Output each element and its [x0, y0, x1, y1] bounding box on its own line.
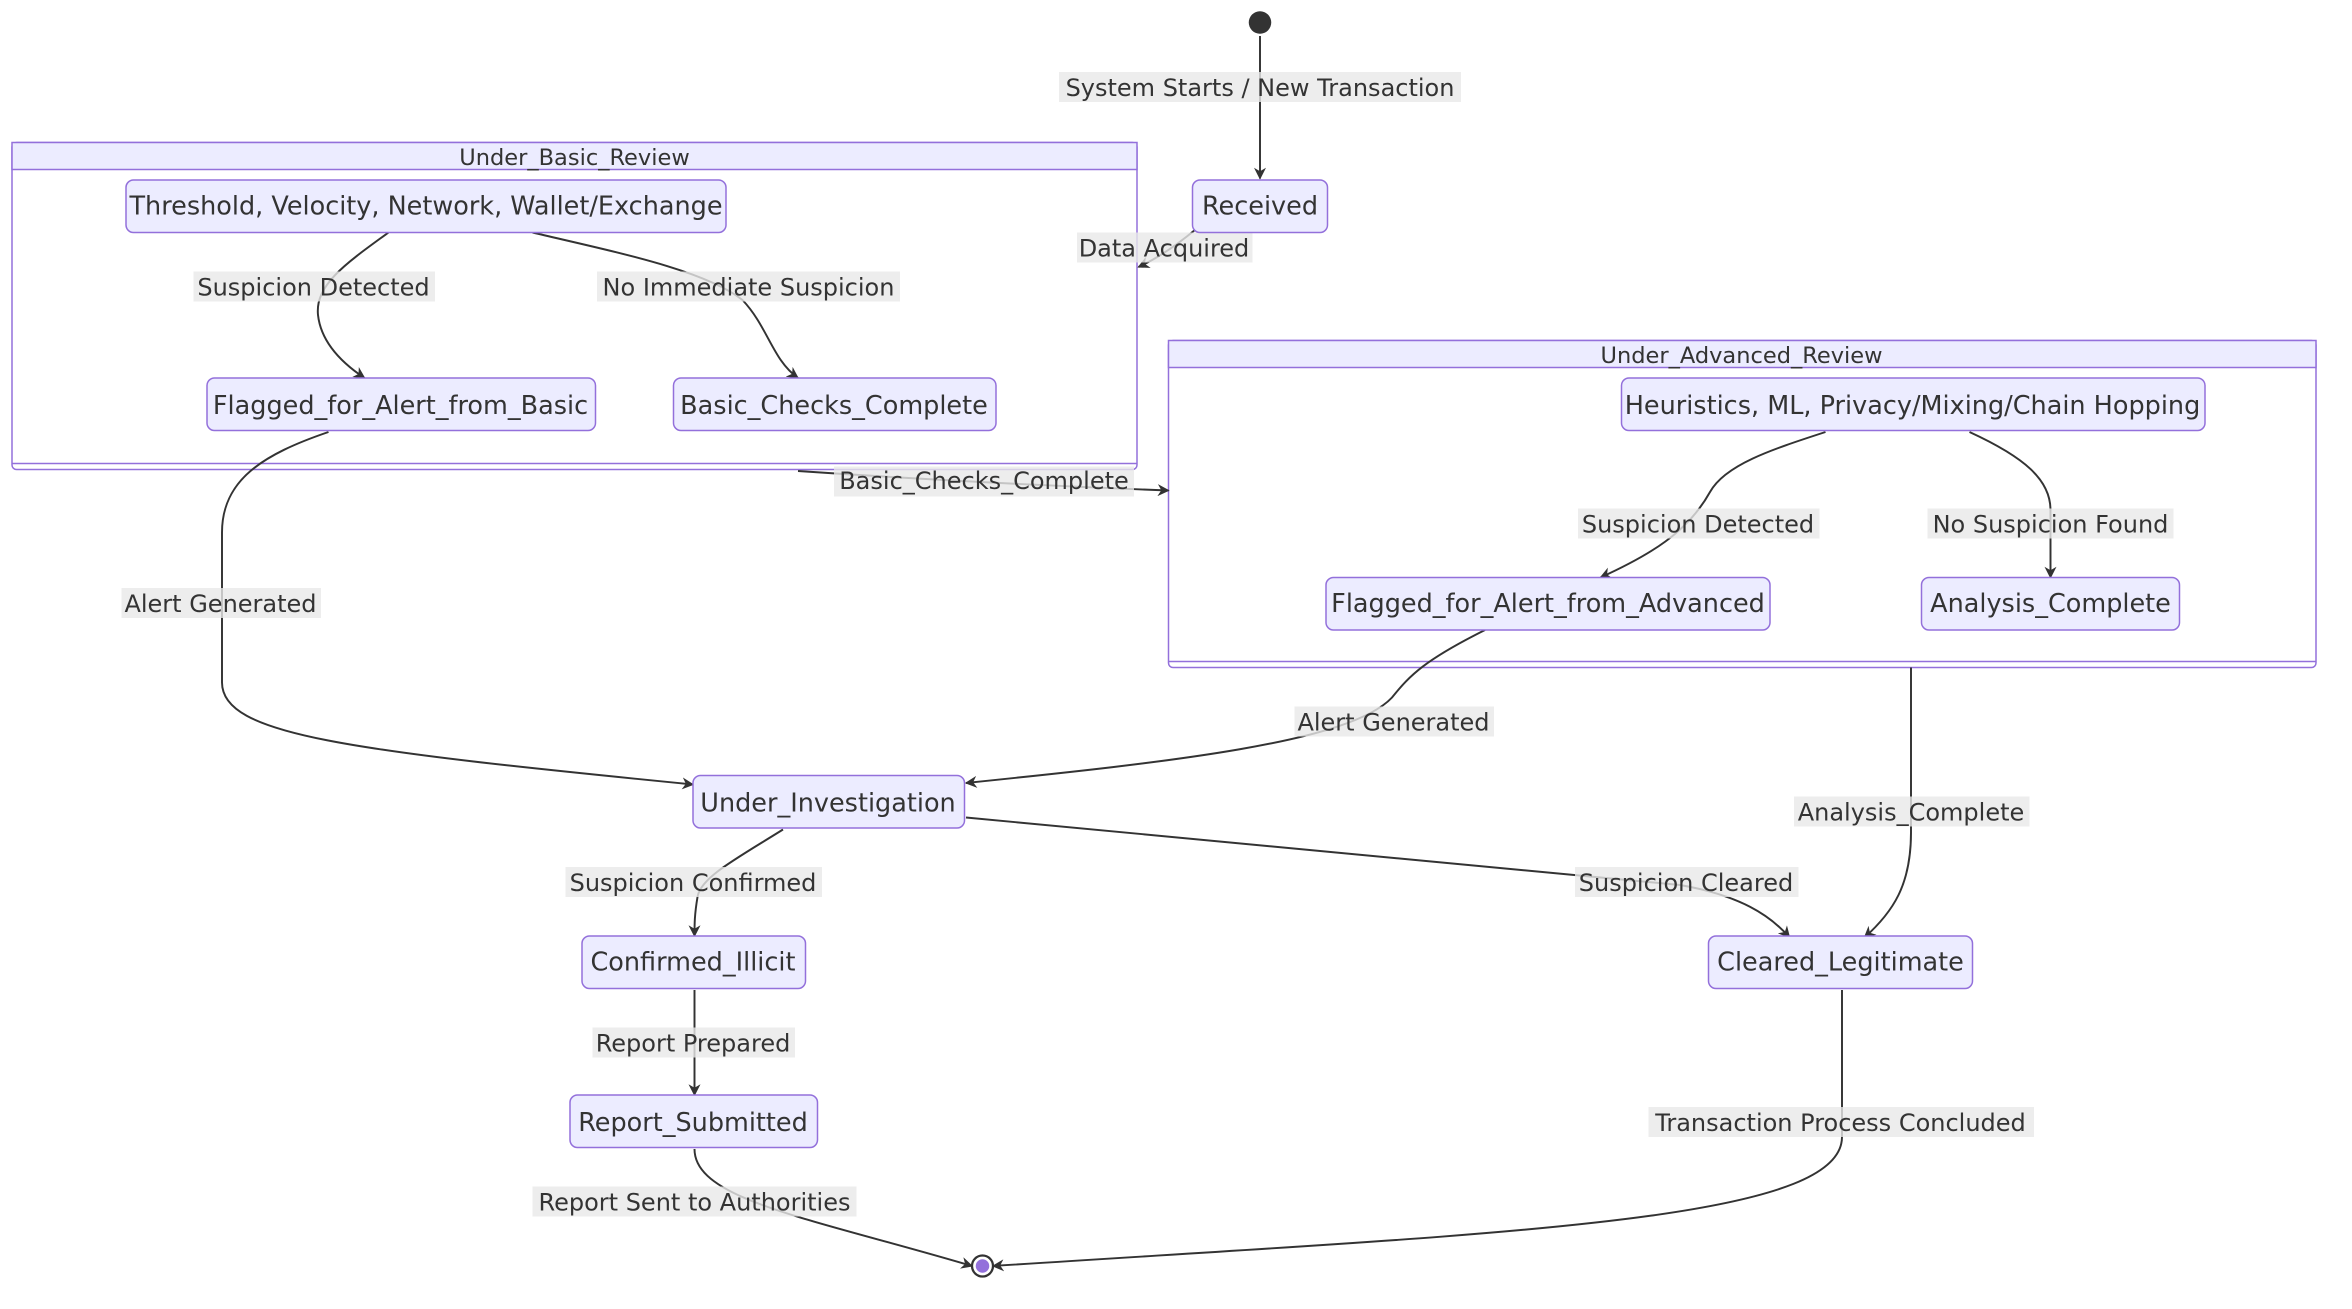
- state-basic-checks-group-label: Threshold, Velocity, Network, Wallet/Exc…: [128, 192, 722, 222]
- edge-basic-alert: [221, 431, 695, 790]
- state-received-box: [1191, 179, 1329, 234]
- edge-label-bg-basic-to-advanced: [834, 466, 1134, 497]
- start-state-dot: [1248, 11, 1272, 34]
- state-under-investigation[interactable]: Under_Investigation: [692, 774, 966, 829]
- edge-label-bg-advanced-to-cleared: [1794, 796, 2030, 827]
- edge-label-suspicion-cleared: Suspicion Cleared: [1579, 869, 1793, 897]
- state-report-submitted[interactable]: Report_Submitted: [569, 1094, 819, 1149]
- state-advanced-checks-group[interactable]: Heuristics, ML, Privacy/Mixing/Chain Hop…: [1620, 377, 2206, 432]
- edge-label-basic-no-suspicion: No Immediate Suspicion: [603, 274, 895, 302]
- state-report-submitted-box: [569, 1094, 819, 1149]
- edge-label-advanced-to-cleared: Analysis_Complete: [1798, 799, 2025, 827]
- state-confirmed-illicit[interactable]: Confirmed_Illicit: [581, 935, 807, 990]
- edge-label-bg-report-prepared: [592, 1027, 795, 1058]
- state-flagged-advanced-box: [1325, 576, 1771, 631]
- state-nodes: Received Threshold, Velocity, Network, W…: [125, 179, 2206, 1149]
- edge-labels: System Starts / New Transaction Data Acq…: [121, 72, 2174, 1217]
- end-state-inner-dot: [975, 1259, 990, 1273]
- edge-label-bg-advanced-no-suspicion: [1927, 508, 2174, 539]
- state-report-submitted-label: Report_Submitted: [578, 1108, 808, 1138]
- edge-label-start-to-received: System Starts / New Transaction: [1066, 74, 1455, 102]
- state-analysis-complete[interactable]: Analysis_Complete: [1920, 576, 2181, 631]
- edge-label-bg-basic-suspicion: [193, 271, 435, 302]
- state-under-investigation-label: Under_Investigation: [700, 789, 955, 819]
- state-basic-complete-box: [672, 377, 997, 432]
- edge-label-bg-basic-alert: [121, 588, 321, 618]
- edge-label-report-sent: Report Sent to Authorities: [539, 1189, 851, 1217]
- state-flagged-basic-box: [206, 377, 597, 432]
- cluster-advanced-title: Under_Advanced_Review: [1600, 343, 1882, 369]
- state-under-investigation-box: [692, 774, 966, 829]
- edge-label-bg-advanced-alert: [1294, 706, 1494, 737]
- state-basic-complete-label: Basic_Checks_Complete: [680, 391, 988, 421]
- state-basic-complete[interactable]: Basic_Checks_Complete: [672, 377, 997, 432]
- cluster-basic-title: Under_Basic_Review: [459, 145, 689, 171]
- edge-label-bg-suspicion-confirmed: [565, 867, 822, 897]
- state-cleared-legitimate[interactable]: Cleared_Legitimate: [1707, 935, 1974, 990]
- edge-label-advanced-no-suspicion: No Suspicion Found: [1933, 511, 2169, 539]
- edge-label-basic-suspicion: Suspicion Detected: [197, 274, 429, 302]
- edge-advanced-to-cleared: [1863, 667, 1912, 939]
- edge-basic-suspicion: [317, 231, 390, 379]
- cluster-basic-header: [11, 141, 1138, 171]
- state-basic-checks-group[interactable]: Threshold, Velocity, Network, Wallet/Exc…: [125, 179, 727, 234]
- edge-label-advanced-suspicion: Suspicion Detected: [1582, 511, 1814, 539]
- edge-label-basic-alert: Alert Generated: [124, 590, 316, 618]
- edge-label-advanced-alert: Alert Generated: [1297, 709, 1489, 737]
- state-flagged-basic[interactable]: Flagged_for_Alert_from_Basic: [206, 377, 597, 432]
- edge-label-bg-process-concluded: [1648, 1107, 2034, 1137]
- end-state: [970, 1254, 995, 1278]
- state-confirmed-illicit-label: Confirmed_Illicit: [590, 948, 795, 978]
- edge-process-concluded: [991, 990, 1843, 1272]
- edge-label-bg-start: [1059, 72, 1461, 102]
- edge-label-bg-advanced-suspicion: [1578, 508, 1820, 539]
- state-cleared-legitimate-label: Cleared_Legitimate: [1717, 948, 1964, 978]
- edge-suspicion-cleared: [965, 816, 1791, 939]
- state-flagged-advanced[interactable]: Flagged_for_Alert_from_Advanced: [1325, 576, 1771, 631]
- edge-label-basic-to-advanced: Basic_Checks_Complete: [839, 467, 1129, 495]
- edge-label-suspicion-confirmed: Suspicion Confirmed: [570, 869, 817, 897]
- edge-label-bg-suspicion-cleared: [1575, 867, 1799, 897]
- edge-label-bg-data-acquired: [1077, 232, 1253, 263]
- edge-label-process-concluded: Transaction Process Concluded: [1654, 1109, 2026, 1137]
- edge-label-bg-basic-no-suspicion: [597, 271, 900, 302]
- state-flagged-basic-label: Flagged_for_Alert_from_Basic: [213, 391, 588, 421]
- state-basic-checks-group-box: [125, 179, 727, 234]
- edge-advanced-no-suspicion: [1969, 431, 2057, 579]
- state-advanced-checks-group-label: Heuristics, ML, Privacy/Mixing/Chain Hop…: [1625, 391, 2201, 421]
- state-received-label: Received: [1202, 192, 1318, 222]
- state-advanced-checks-group-box: [1620, 377, 2206, 432]
- state-received[interactable]: Received: [1191, 179, 1329, 234]
- edge-label-received-to-basic: Data Acquired: [1079, 235, 1250, 263]
- state-confirmed-illicit-box: [581, 935, 807, 990]
- cluster-advanced-header: [1167, 339, 2317, 369]
- edge-label-report-prepared: Report Prepared: [596, 1030, 791, 1058]
- edge-label-bg-report-sent: [532, 1186, 857, 1217]
- edge-advanced-suspicion: [1599, 431, 1826, 579]
- state-cleared-legitimate-box: [1707, 935, 1974, 990]
- state-analysis-complete-box: [1920, 576, 2181, 631]
- state-analysis-complete-label: Analysis_Complete: [1930, 589, 2171, 619]
- state-flagged-advanced-label: Flagged_for_Alert_from_Advanced: [1331, 589, 1765, 619]
